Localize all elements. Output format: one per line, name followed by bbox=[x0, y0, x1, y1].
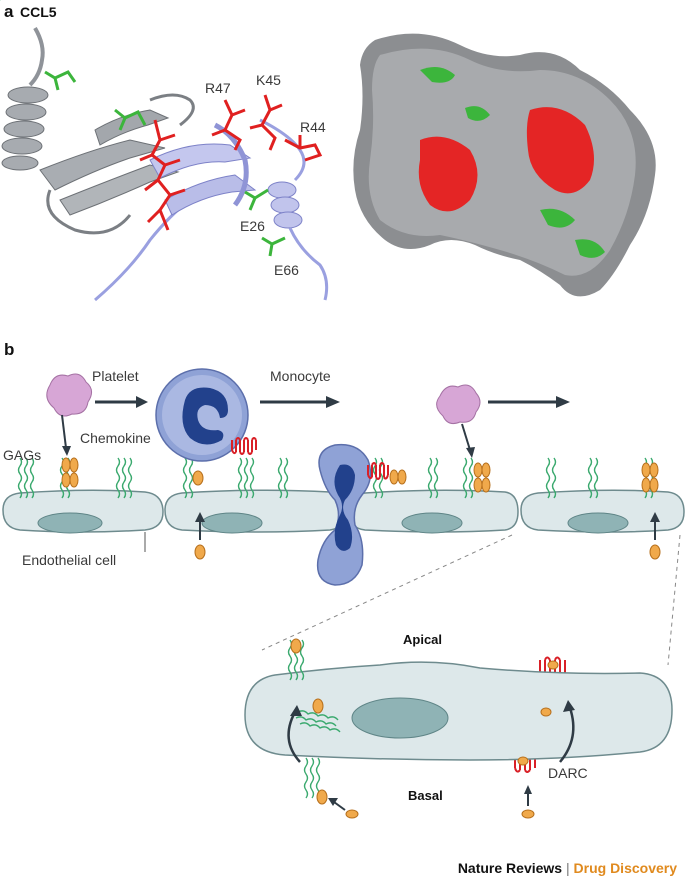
entry-arrows bbox=[328, 785, 532, 811]
journal-credit: Nature Reviews | Drug Discovery bbox=[458, 860, 677, 876]
label-k45: K45 bbox=[256, 72, 281, 88]
platelets bbox=[46, 373, 481, 424]
monocyte-transmigrating bbox=[316, 443, 372, 586]
label-e66: E66 bbox=[274, 262, 299, 278]
transcytosis-arrows bbox=[287, 707, 575, 763]
journal-name: Nature Reviews bbox=[457, 860, 563, 876]
enlarged-chemokines bbox=[290, 638, 559, 819]
enlarged-gags bbox=[287, 639, 341, 799]
label-monocyte: Monocyte bbox=[270, 368, 331, 384]
ribbon-structure bbox=[1, 26, 329, 302]
basic-residues bbox=[139, 94, 323, 231]
label-basal: Basal bbox=[408, 788, 443, 803]
surface-model bbox=[353, 33, 656, 297]
label-platelet: Platelet bbox=[92, 368, 139, 384]
label-e26: E26 bbox=[240, 218, 265, 234]
label-apical: Apical bbox=[403, 632, 443, 647]
label-endothelial-cell: Endothelial cell bbox=[22, 552, 117, 568]
transcytosis-heads bbox=[290, 700, 575, 716]
label-r44: R44 bbox=[300, 119, 326, 135]
journal-separator: | bbox=[565, 860, 570, 876]
panel-a-letter: a bbox=[4, 2, 14, 21]
zoom-guides bbox=[261, 534, 681, 666]
chemokine-clusters bbox=[61, 457, 661, 560]
panel-b-letter: b bbox=[4, 340, 15, 359]
enlarged-cell bbox=[244, 661, 673, 761]
label-chemokine: Chemokine bbox=[80, 430, 151, 446]
journal-section: Drug Discovery bbox=[573, 860, 677, 876]
acidic-residues bbox=[44, 70, 286, 257]
panel-a-title: CCL5 bbox=[20, 4, 57, 20]
endothelial-cells bbox=[2, 489, 685, 534]
label-darc: DARC bbox=[548, 765, 588, 781]
label-gags: GAGs bbox=[3, 447, 42, 463]
monocyte-round bbox=[155, 368, 249, 462]
small-arrows bbox=[61, 414, 660, 540]
migration-arrows bbox=[95, 396, 570, 408]
label-r47: R47 bbox=[205, 80, 231, 96]
